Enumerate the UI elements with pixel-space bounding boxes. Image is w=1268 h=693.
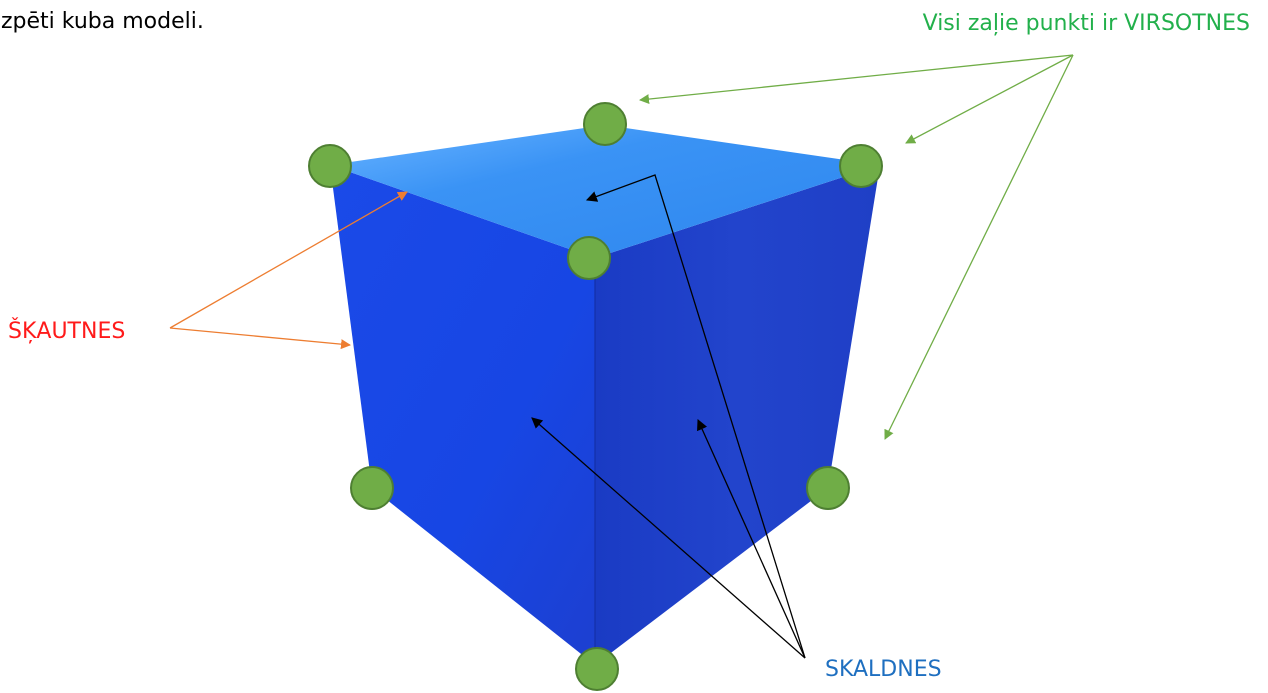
vertex-right-top <box>839 144 883 188</box>
vertex-back-top <box>583 102 627 146</box>
vertices-label: Visi zaļie punkti ir VIRSOTNES <box>923 11 1250 36</box>
vertex-front-bottom <box>575 647 619 691</box>
face-arrow-left <box>531 417 806 659</box>
vertex-left-bottom <box>350 466 394 510</box>
edges-label: ŠĶAUTNES <box>8 318 125 344</box>
cube-face-right <box>595 165 880 665</box>
vertex-arrow-2 <box>905 54 1074 144</box>
vertex-left-top <box>308 144 352 188</box>
intro-text: zpēti kuba modeli. <box>1 9 204 34</box>
face-arrow-top <box>585 174 806 659</box>
vertex-arrow-3 <box>884 54 1074 440</box>
face-arrow-right <box>697 418 806 659</box>
cube-face-left <box>330 165 595 665</box>
cube-face-top <box>330 125 880 258</box>
edge-arrow-2 <box>169 327 351 350</box>
faces-label: SKALDNES <box>825 657 942 682</box>
vertex-right-bottom <box>806 466 850 510</box>
vertex-front-top <box>567 236 611 280</box>
vertex-arrow-1 <box>639 54 1074 105</box>
edge-arrow-1 <box>169 191 408 329</box>
